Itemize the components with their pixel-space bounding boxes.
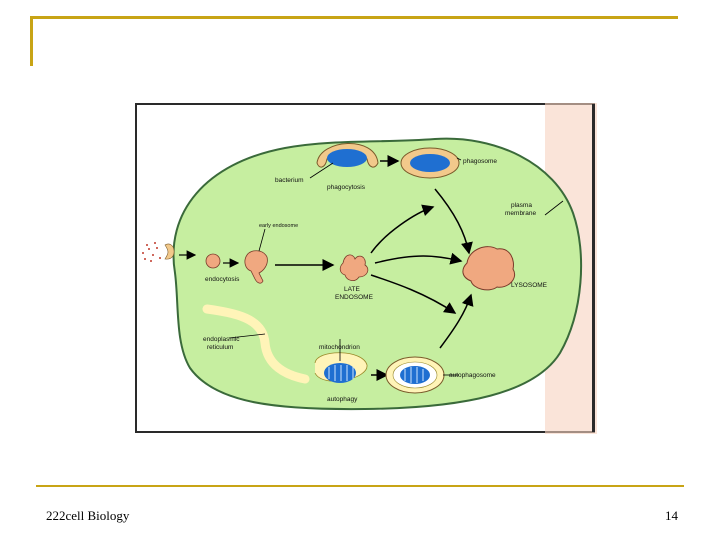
endocytic-pathway-figure: phagosome bacterium phagocytosis plasma … [135,101,597,434]
label-early-endosome: early endosome [259,223,298,229]
label-mitochondrion: mitochondrion [319,344,360,351]
early-endosome-leader [258,228,266,252]
footer-page-number: 14 [665,508,678,523]
phagosome-bacterium [410,154,450,172]
diagram-svg: phagosome bacterium phagocytosis plasma … [135,101,597,434]
label-phagosome: phagosome [463,158,497,165]
label-lysosome: LYSOSOME [511,282,548,289]
label-late: LATE [344,286,360,293]
footer-rule [36,485,684,487]
label-phagocytosis: phagocytosis [327,184,366,191]
arrow-late-to-lysosome [374,252,463,265]
mitochondrion-cristae [328,365,354,381]
early-endosome-shape [244,250,268,284]
phagocytic-cup [316,143,379,168]
bacterium-shape [327,149,367,167]
label-reticulum: reticulum [207,344,233,351]
arrow-autophagosome-to-lysosome [439,293,474,349]
label-membrane: membrane [505,210,536,217]
arrow-late-lower-curve [370,274,457,314]
title-rule [30,16,678,19]
label-endocytosis: endocytosis [205,276,240,283]
label-plasma: plasma [511,202,532,209]
endocytic-vesicle [205,253,221,269]
plasma-membrane-leader [544,200,564,216]
autophagosome-cristae [404,367,424,383]
label-bacterium: bacterium [275,177,304,184]
er-leader [228,333,266,339]
bacterium-leader [309,162,334,179]
label-endoplasmic: endoplasmic [203,336,240,343]
arrow-phagosome-to-lysosome [434,188,473,255]
arrow-late-upper-curve [370,204,435,254]
label-endosome: ENDOSOME [335,294,374,301]
mitochondrion-shape [324,363,356,383]
endocytic-pit [164,243,175,260]
cell-body [172,137,583,411]
extracellular-particles [142,242,161,262]
label-autophagy: autophagy [327,396,358,403]
title-bracket [30,16,33,66]
frame-right-edge [592,104,595,432]
lysosome-shape [462,246,515,291]
phagosome-leader [456,157,462,161]
footer-course: 222cell Biology [46,508,130,523]
late-endosome-shape [339,254,369,281]
label-autophagosome: autophagosome [449,372,496,379]
endoplasmic-reticulum [202,304,310,384]
